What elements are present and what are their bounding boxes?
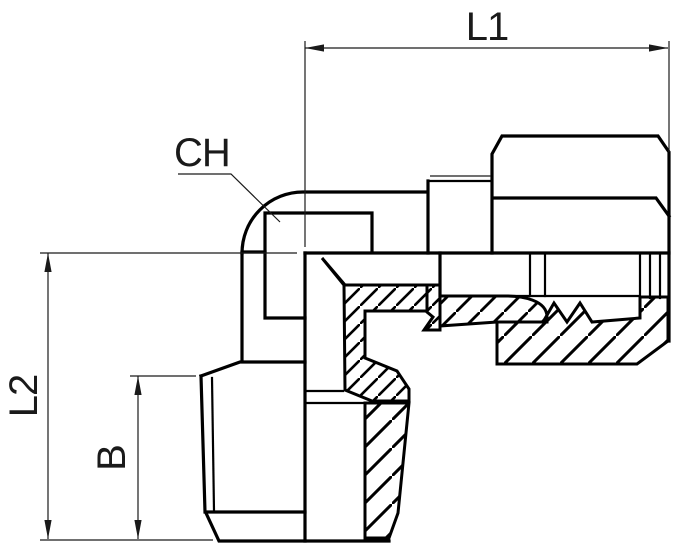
ch-label: CH bbox=[174, 131, 230, 175]
nut-facet-line bbox=[492, 196, 672, 219]
nut-outline bbox=[490, 134, 671, 343]
b-arrow-bottom bbox=[134, 520, 142, 539]
l1-label: L1 bbox=[466, 5, 509, 49]
b-arrow-top bbox=[134, 376, 142, 395]
elbow-corner-arc bbox=[240, 190, 429, 255]
internal-lines bbox=[210, 179, 662, 513]
ch-leader-line bbox=[178, 173, 281, 223]
elbow-hex-band bbox=[263, 211, 374, 320]
l1-arrow-right bbox=[649, 44, 668, 52]
b-label: B bbox=[90, 445, 134, 471]
body-section-hatch bbox=[320, 257, 429, 403]
dimension-lines bbox=[40, 41, 670, 541]
body-stud-end-hatch bbox=[421, 283, 442, 332]
l1-arrow-left bbox=[305, 44, 324, 52]
dimension-arrows bbox=[44, 44, 668, 539]
fitting-outline bbox=[198, 134, 672, 543]
l2-arrow-top bbox=[44, 253, 52, 272]
male-thread-profile bbox=[199, 374, 307, 514]
section-hatching bbox=[320, 257, 670, 540]
l2-arrow-bottom bbox=[44, 520, 52, 539]
dimension-labels: L1 L2 B CH bbox=[2, 5, 509, 471]
male-stud-section-hatch bbox=[363, 401, 411, 540]
l2-label: L2 bbox=[2, 375, 46, 418]
